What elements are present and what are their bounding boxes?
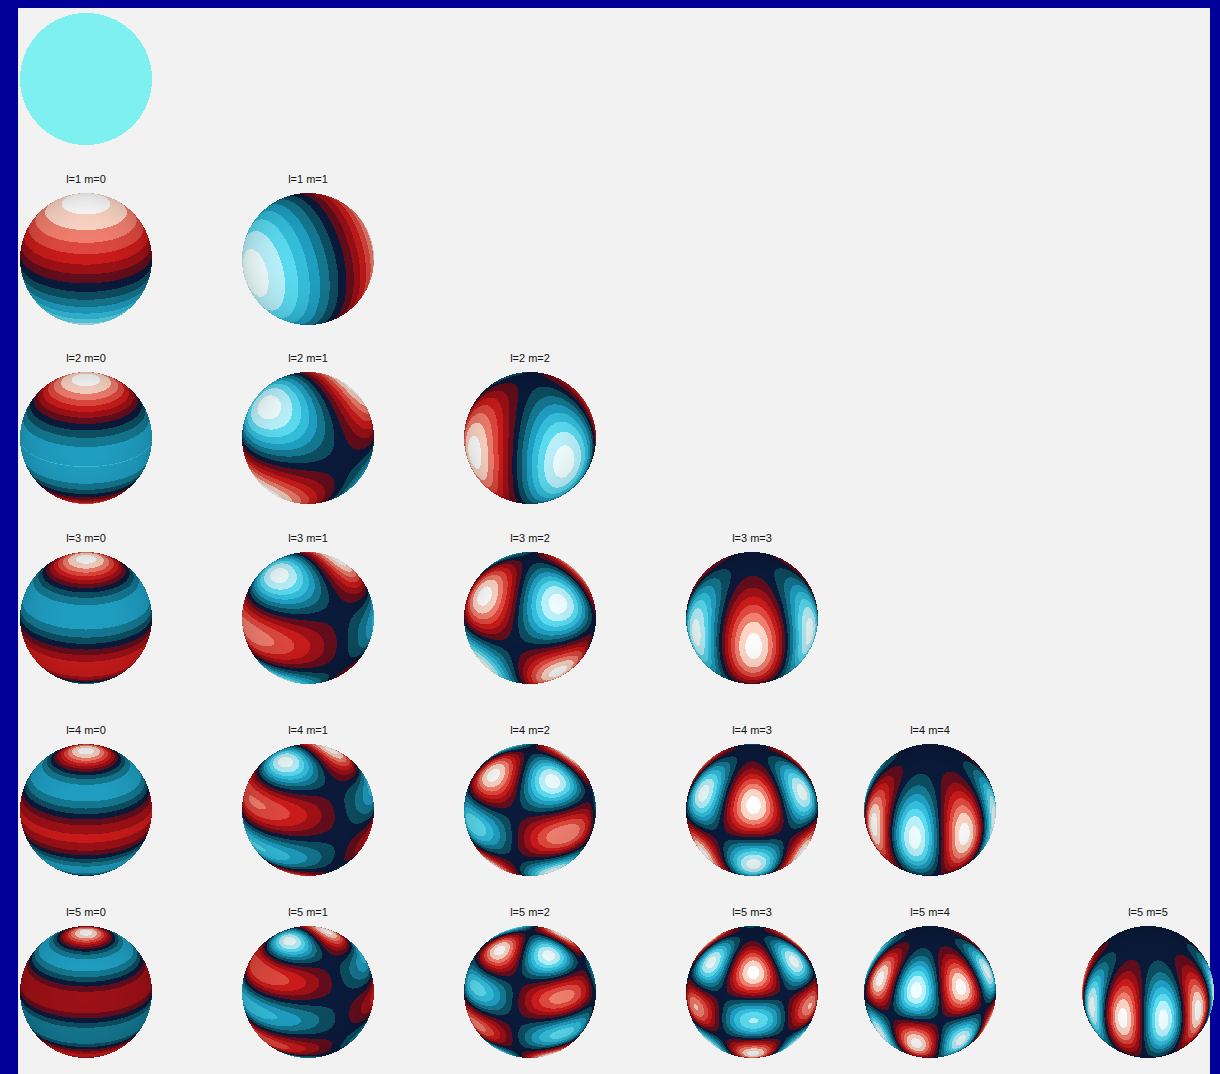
mode-label: l=5 m=4 — [910, 906, 950, 919]
mode-label: l=4 m=1 — [288, 724, 328, 737]
mode-label: l=3 m=1 — [288, 532, 328, 545]
harmonic-sphere — [1081, 925, 1215, 1059]
mode-label: l=4 m=0 — [66, 724, 106, 737]
harmonic-sphere — [19, 551, 153, 685]
mode-label: l=5 m=2 — [510, 906, 550, 919]
mode-label: l=5 m=1 — [288, 906, 328, 919]
harmonic-sphere — [241, 925, 375, 1059]
mode-label: l=2 m=0 — [66, 352, 106, 365]
harmonic-sphere — [863, 925, 997, 1059]
mode-label: l=4 m=4 — [910, 724, 950, 737]
harmonic-sphere — [19, 925, 153, 1059]
harmonic-sphere — [463, 371, 597, 505]
harmonic-sphere — [19, 371, 153, 505]
mode-label: l=4 m=2 — [510, 724, 550, 737]
harmonic-sphere — [685, 551, 819, 685]
harmonic-sphere — [463, 551, 597, 685]
mode-label: l=5 m=3 — [732, 906, 772, 919]
harmonic-sphere — [19, 12, 153, 146]
harmonic-sphere — [19, 192, 153, 326]
panel — [18, 8, 1210, 1074]
harmonic-sphere — [19, 743, 153, 877]
mode-label: l=1 m=1 — [288, 173, 328, 186]
mode-label: l=3 m=0 — [66, 532, 106, 545]
mode-label: l=1 m=0 — [66, 173, 106, 186]
mode-label: l=4 m=3 — [732, 724, 772, 737]
sphere-group — [19, 12, 1215, 1059]
harmonic-sphere — [685, 925, 819, 1059]
mode-label: l=3 m=3 — [732, 532, 772, 545]
harmonic-sphere — [241, 743, 375, 877]
harmonic-sphere — [463, 925, 597, 1059]
harmonic-sphere — [241, 192, 375, 326]
harmonic-sphere — [463, 743, 597, 877]
mode-label: l=2 m=2 — [510, 352, 550, 365]
mode-label: l=5 m=5 — [1128, 906, 1168, 919]
mode-label: l=5 m=0 — [66, 906, 106, 919]
harmonic-sphere — [863, 743, 997, 877]
harmonic-sphere — [241, 551, 375, 685]
mode-label: l=2 m=1 — [288, 352, 328, 365]
harmonic-sphere — [685, 743, 819, 877]
mode-label: l=3 m=2 — [510, 532, 550, 545]
harmonic-sphere — [241, 371, 375, 505]
